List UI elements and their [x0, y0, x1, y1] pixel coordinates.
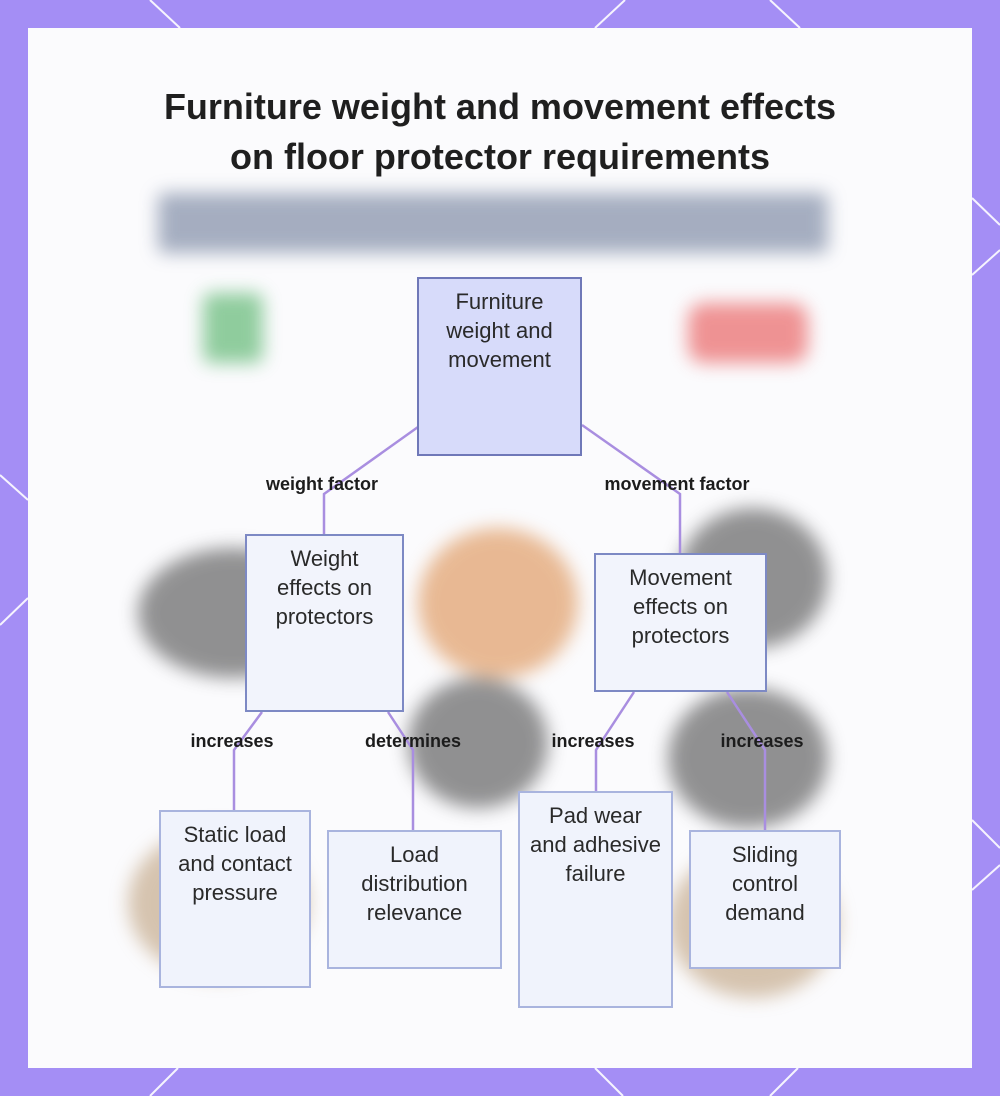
edge-increases-pad: [594, 691, 636, 791]
blurred-sofa-icon: [688, 303, 808, 363]
node-movement-effects: Movement effects on protectors: [594, 553, 767, 692]
node-sliding-control: Sliding control demand: [689, 830, 841, 969]
node-label: Sliding control demand: [725, 842, 805, 925]
node-label: Pad wear and adhesive failure: [530, 803, 661, 886]
edge-weight-factor: [322, 425, 419, 534]
blurred-felt-pad: [668, 688, 828, 828]
node-furniture-weight-movement: Furniture weight and movement: [417, 277, 582, 456]
node-label: Load distribution relevance: [361, 842, 468, 925]
edge-increases-static: [232, 711, 264, 810]
blurred-chair-icon: [203, 293, 263, 363]
edge-label-determines-load: determines: [364, 731, 462, 751]
node-label: Movement effects on protectors: [629, 565, 732, 648]
edge-label-movement-factor: movement factor: [604, 474, 750, 494]
edge-increases-sliding: [725, 691, 767, 830]
edge-label-increases-pad: increases: [551, 731, 635, 751]
node-static-load: Static load and contact pressure: [159, 810, 311, 988]
node-weight-effects: Weight effects on protectors: [245, 534, 404, 712]
diagram-title: Furniture weight and movement effects on…: [163, 86, 837, 177]
blurred-felt-pad: [418, 528, 578, 678]
blurred-banner-shape: [158, 193, 828, 253]
edge-movement-factor: [581, 423, 682, 553]
edge-label-increases-sliding: increases: [720, 731, 804, 751]
edge-determines-load: [386, 711, 415, 830]
edge-label-increases-static: increases: [190, 731, 274, 751]
node-load-distribution: Load distribution relevance: [327, 830, 502, 969]
node-label: Furniture weight and movement: [446, 289, 553, 372]
node-label: Static load and contact pressure: [178, 822, 292, 905]
node-pad-wear: Pad wear and adhesive failure: [518, 791, 673, 1008]
blurred-felt-pad: [408, 678, 548, 808]
node-label: Weight effects on protectors: [275, 546, 374, 629]
edge-label-weight-factor: weight factor: [265, 474, 379, 494]
